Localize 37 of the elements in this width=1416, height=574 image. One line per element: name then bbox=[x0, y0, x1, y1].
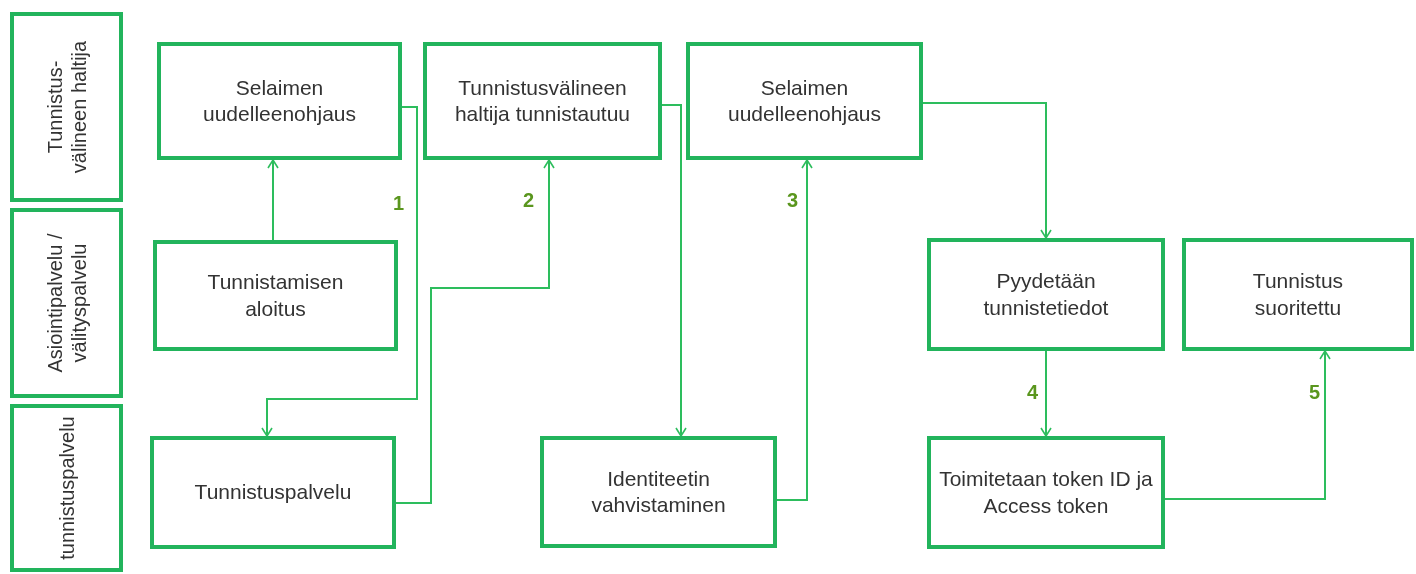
step-number: 2 bbox=[521, 190, 537, 210]
step-number: 5 bbox=[1307, 382, 1323, 402]
connector-arrow bbox=[1040, 350, 1052, 437]
process-label: Tunnistus suoritettu bbox=[1251, 268, 1345, 321]
process-label: Toimitetaan token ID ja Access token bbox=[938, 466, 1154, 519]
connector-arrow bbox=[922, 102, 1052, 239]
process-label: Tunnistusvälineen haltija tunnistautuu bbox=[453, 74, 632, 127]
process-box bbox=[423, 42, 662, 160]
connector-arrow bbox=[267, 159, 279, 241]
process-label: Identiteetin vahvistaminen bbox=[590, 465, 727, 518]
lane-title: tunnistuspalvelu bbox=[54, 415, 79, 562]
lane-title: Tunnistus- välineen haltija bbox=[42, 39, 91, 176]
connector-arrow bbox=[395, 159, 555, 504]
step-number: 4 bbox=[1025, 382, 1041, 402]
connector-arrow bbox=[1164, 350, 1331, 500]
connector-arrow bbox=[661, 104, 687, 437]
process-box bbox=[686, 42, 923, 160]
process-box bbox=[153, 240, 398, 351]
swimlane-header bbox=[10, 404, 123, 572]
process-box bbox=[927, 436, 1165, 549]
connector-arrow bbox=[776, 159, 813, 501]
swimlane-header bbox=[10, 12, 123, 202]
process-label: Tunnistuspalvelu bbox=[194, 479, 352, 506]
process-box bbox=[1182, 238, 1414, 351]
process-box bbox=[150, 436, 396, 549]
process-box bbox=[927, 238, 1165, 351]
swimlane-header bbox=[10, 208, 123, 398]
lane-title: Asiointipalvelu / välityspalvelu bbox=[42, 232, 91, 375]
process-box bbox=[540, 436, 777, 548]
process-label: Pyydetään tunnistetiedot bbox=[982, 268, 1110, 321]
process-label: Selaimen uudelleenohjaus bbox=[727, 74, 882, 127]
step-number: 1 bbox=[391, 193, 407, 213]
process-label: Tunnistamisen aloitus bbox=[206, 269, 345, 322]
process-box bbox=[157, 42, 402, 160]
step-number: 3 bbox=[785, 190, 801, 210]
process-label: Selaimen uudelleenohjaus bbox=[202, 74, 357, 127]
connector-arrow bbox=[261, 106, 418, 437]
